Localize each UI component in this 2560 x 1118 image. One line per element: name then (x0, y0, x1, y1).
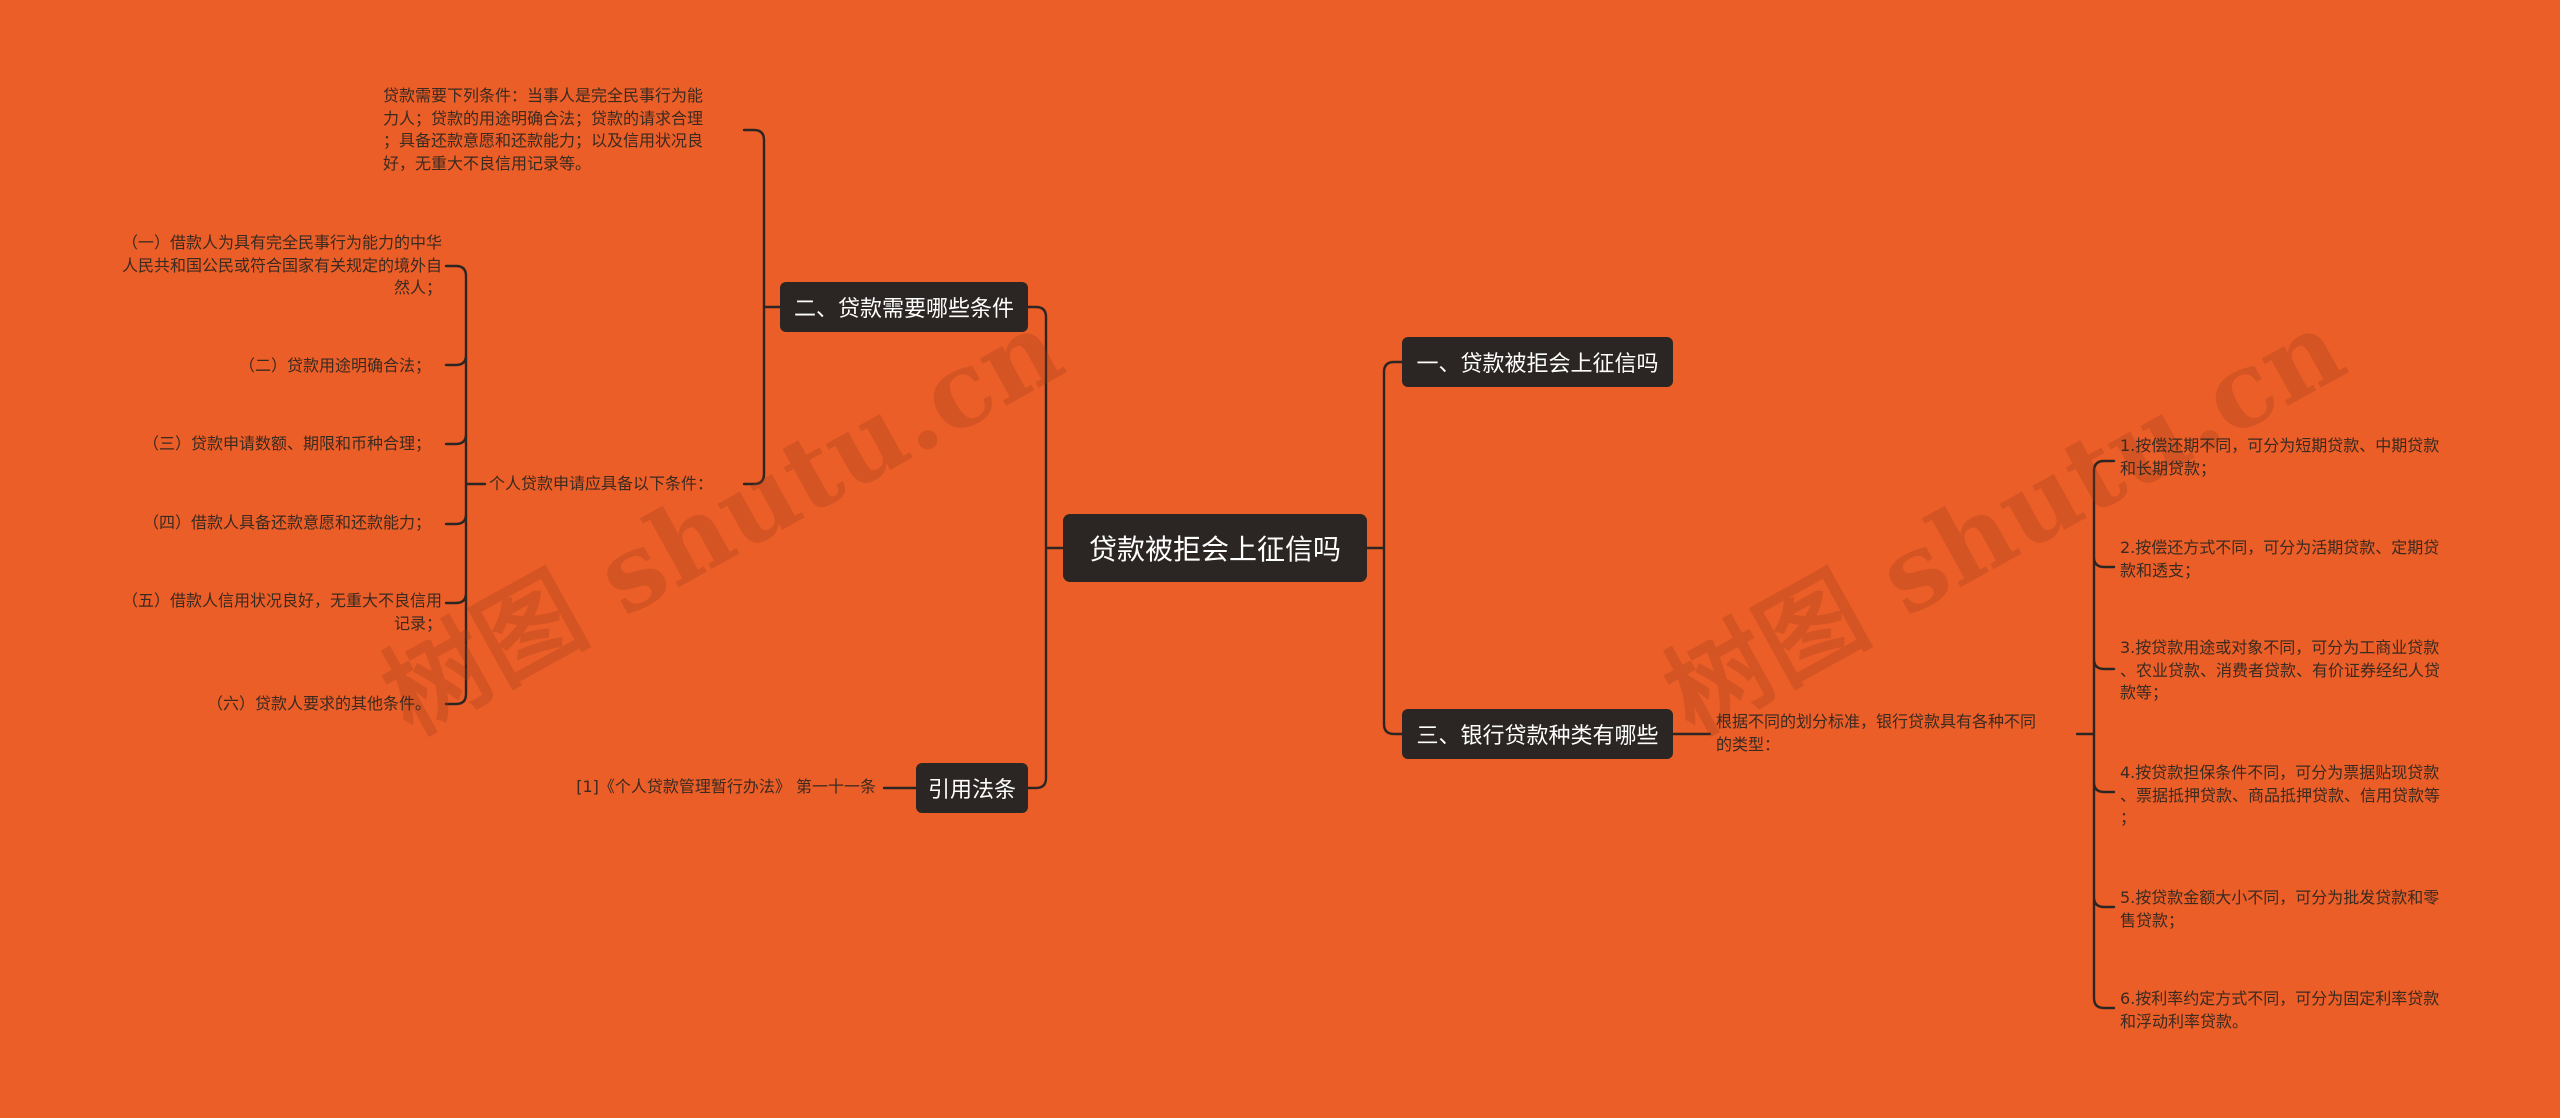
link-root-right (1365, 360, 1404, 736)
loan-types-intro: 根据不同的划分标准，银行贷款具有各种不同 的类型： (1716, 712, 2037, 754)
link-intro-conditions (444, 264, 487, 706)
loan-type-2: 2.按偿还方式不同，可分为活期贷款、定期贷 款和透支； (2120, 538, 2440, 580)
personal-condition-3: （三）贷款申请数额、期限和币种合理； (142, 434, 431, 453)
loan-type-6: 6.按利率约定方式不同，可分为固定利率贷款 和浮动利率贷款。 (2120, 989, 2440, 1031)
personal-condition-4: （四）借款人具备还款意愿和还款能力； (142, 513, 431, 532)
loan-type-4: 4.按贷款担保条件不同，可分为票据贴现贷款 、票据抵押贷款、商品抵押贷款、信用贷… (2120, 763, 2441, 827)
root-topic[interactable]: 贷款被拒会上征信吗 (1063, 514, 1367, 582)
conditions-summary: 贷款需要下列条件：当事人是完全民事行为能 力人；贷款的用途明确合法；贷款的请求合… (383, 86, 704, 173)
link-intro-types (2075, 459, 2116, 1010)
branch-legal-citation[interactable]: 引用法条 (916, 763, 1028, 813)
personal-condition-1: （一）借款人为具有完全民事行为能力的中华 人民共和国公民或符合国家有关规定的境外… (121, 233, 442, 297)
branch-loan-conditions[interactable]: 二、贷款需要哪些条件 (780, 282, 1028, 332)
loan-type-1: 1.按偿还期不同，可分为短期贷款、中期贷款 和长期贷款； (2120, 436, 2440, 478)
branch-credit-record[interactable]: 一、贷款被拒会上征信吗 (1402, 337, 1673, 387)
loan-type-5: 5.按贷款金额大小不同，可分为批发贷款和零 售贷款； (2120, 888, 2440, 930)
link-root-left (1026, 305, 1065, 790)
loan-type-3: 3.按贷款用途或对象不同，可分为工商业贷款 、农业贷款、消费者贷款、有价证券经纪… (2120, 638, 2441, 702)
legal-citation-text: [1]《个人贷款管理暂行办法》 第一十一条 (576, 777, 876, 796)
link-b2-children (742, 128, 782, 486)
personal-condition-2: （二）贷款用途明确合法； (238, 356, 431, 375)
personal-condition-5: （五）借款人信用状况良好，无重大不良信用 记录； (121, 591, 442, 633)
personal-condition-6: （六）贷款人要求的其他条件。 (206, 694, 431, 713)
personal-loan-intro: 个人贷款申请应具备以下条件： (489, 474, 714, 493)
branch-loan-types[interactable]: 三、银行贷款种类有哪些 (1402, 709, 1673, 759)
